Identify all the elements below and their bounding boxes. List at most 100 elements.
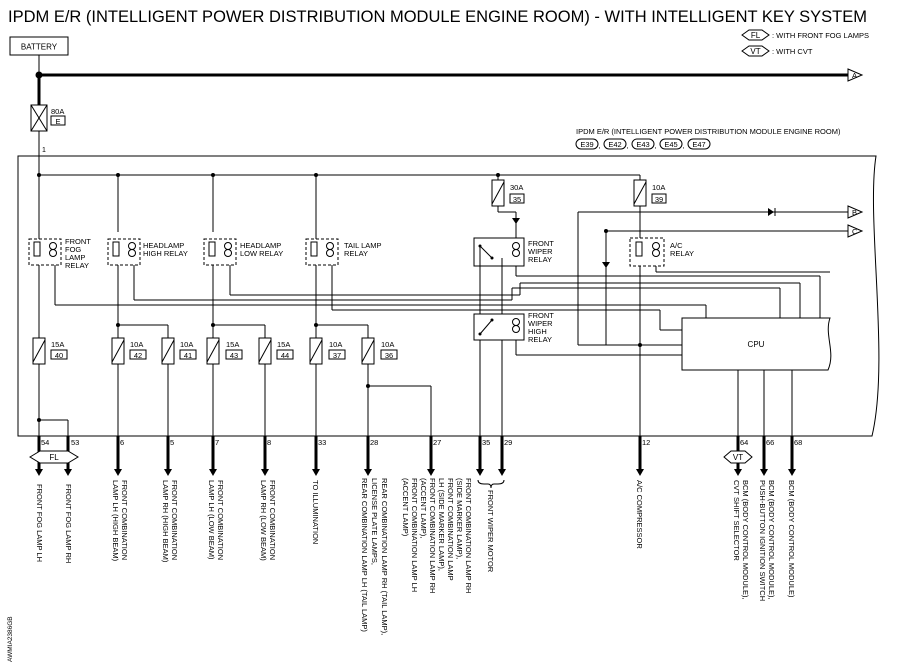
output-tail-1: REAR COMBINATION LAMP RH (TAIL LAMP), xyxy=(380,478,389,635)
fog-relay-label-1: FRONT xyxy=(65,237,91,246)
svg-text:15A: 15A xyxy=(277,340,290,349)
svg-text:43: 43 xyxy=(230,351,238,360)
svg-text:8: 8 xyxy=(267,438,271,447)
headlamp-high-relay: HEADLAMP HIGH RELAY xyxy=(107,238,188,266)
svg-text:53: 53 xyxy=(71,438,79,447)
svg-text:15A: 15A xyxy=(51,340,64,349)
svg-text:HIGH: HIGH xyxy=(528,327,547,336)
svg-text:66: 66 xyxy=(766,438,774,447)
legend-tag-vt: VT xyxy=(750,47,760,56)
fuse-39: 10A 39 xyxy=(633,179,667,207)
legend-text-fl: : WITH FRONT FOG LAMPS xyxy=(772,31,869,40)
off-page-b-label: B xyxy=(852,208,857,217)
output-lo-rh-2: LAMP RH (LOW BEAM) xyxy=(259,480,268,561)
fog-relay-label-3: LAMP xyxy=(65,253,85,262)
output-marker-3: FRONT COMBINATION LAMP xyxy=(446,478,455,581)
fuse-36: 10A 36 xyxy=(361,337,398,365)
output-marker-2: (SIDE MARKER LAMP), xyxy=(455,478,464,559)
output-hi-rh-2: LAMP RH (HIGH BEAM) xyxy=(161,480,170,563)
svg-text:29: 29 xyxy=(504,438,512,447)
svg-text:FRONT: FRONT xyxy=(528,239,554,248)
fuse-35: 30A 35 xyxy=(491,179,525,207)
vt-badge xyxy=(723,450,753,464)
svg-text:E42: E42 xyxy=(608,140,621,149)
lo-relay-label-2: LOW RELAY xyxy=(240,249,283,258)
svg-text:,: , xyxy=(682,141,684,150)
svg-text:RELAY: RELAY xyxy=(528,255,552,264)
svg-text:40: 40 xyxy=(55,351,63,360)
headlamp-low-relay: HEADLAMP LOW RELAY xyxy=(203,238,283,266)
svg-text:10A: 10A xyxy=(381,340,394,349)
svg-text:68: 68 xyxy=(794,438,802,447)
svg-text:10A: 10A xyxy=(329,340,342,349)
svg-text:5: 5 xyxy=(170,438,174,447)
output-tail-3: REAR COMBINATION LAMP LH (TAIL LAMP) xyxy=(360,478,369,632)
svg-text:E45: E45 xyxy=(664,140,677,149)
cpu-label: CPU xyxy=(748,340,765,349)
svg-text:RELAY: RELAY xyxy=(670,249,694,258)
harness-out xyxy=(35,436,796,476)
svg-text:10A: 10A xyxy=(130,340,143,349)
output-marker-8: (ACCENT LAMP) xyxy=(401,478,410,537)
main-fuse-rating: 80A xyxy=(51,107,64,116)
svg-text:,: , xyxy=(626,141,628,150)
legend-tag-fl: FL xyxy=(751,31,761,40)
tail-relay-label-2: RELAY xyxy=(344,249,368,258)
output-fog-lh: FRONT FOG LAMP LH xyxy=(35,484,44,562)
svg-text:27: 27 xyxy=(433,438,441,447)
output-bcm-cvt-1: BCM (BODY CONTROL MODULE), xyxy=(741,480,750,600)
svg-text:10A: 10A xyxy=(652,183,665,192)
output-marker-1: FRONT COMBINATION LAMP RH xyxy=(464,478,473,593)
legend: FL : WITH FRONT FOG LAMPS VT : WITH CVT xyxy=(741,29,869,57)
fuse-42: 10A 42 xyxy=(111,337,147,365)
svg-text:10A: 10A xyxy=(180,340,193,349)
fuse-44: 15A 44 xyxy=(258,337,294,365)
output-tail-2: LICENSE PLATE LAMPS, xyxy=(370,478,379,565)
off-page-c xyxy=(847,224,864,238)
tail-relay-label-1: TAIL LAMP xyxy=(344,241,382,250)
svg-text:54: 54 xyxy=(41,438,49,447)
svg-text:41: 41 xyxy=(184,351,192,360)
fl-badge-label: FL xyxy=(49,453,59,462)
output-ac-compressor: A/C COMPRESSOR xyxy=(635,480,644,549)
svg-text:12: 12 xyxy=(642,438,650,447)
fuse-43: 15A 43 xyxy=(206,337,243,365)
output-marker-4: LH (SIDE MARKER LAMP), xyxy=(437,478,446,571)
fog-relay-label-4: RELAY xyxy=(65,261,89,270)
fl-badge xyxy=(29,450,79,464)
output-bcm: BCM (BODY CONTROL MODULE) xyxy=(787,480,796,598)
connector-list: E39 , E42 , E43 , E45 , E47 xyxy=(575,138,711,150)
off-page-c-label: C xyxy=(852,227,858,236)
output-bcm-cvt-2: CVT SHIFT SELECTOR xyxy=(732,480,741,561)
output-lo-rh-1: FRONT COMBINATION xyxy=(268,480,277,560)
output-illumination: TO ILLUMINATION xyxy=(311,480,320,544)
main-fuse-id: E xyxy=(55,117,60,126)
svg-text:30A: 30A xyxy=(510,183,523,192)
off-page-a xyxy=(847,68,864,82)
fuse-40: 15A 40 xyxy=(32,337,68,365)
front-wiper-relay: FRONT WIPER RELAY xyxy=(473,237,554,267)
diagram-code: AWMIA2386GB xyxy=(7,616,14,662)
ipdm-outline xyxy=(17,155,880,437)
svg-text:64: 64 xyxy=(740,438,748,447)
output-lo-lh-1: FRONT COMBINATION xyxy=(216,480,225,560)
svg-text:RELAY: RELAY xyxy=(528,335,552,344)
diagram-title: IPDM E/R (INTELLIGENT POWER DISTRIBUTION… xyxy=(8,8,867,26)
output-wiper-motor: FRONT WIPER MOTOR xyxy=(486,490,495,573)
svg-text:35: 35 xyxy=(513,195,521,204)
svg-text:E43: E43 xyxy=(636,140,649,149)
vt-badge-label: VT xyxy=(733,453,743,462)
output-labels: FRONT FOG LAMP LH FRONT FOG LAMP RH FRON… xyxy=(35,478,796,635)
output-hi-rh-1: FRONT COMBINATION xyxy=(170,480,179,560)
svg-text:FRONT: FRONT xyxy=(528,311,554,320)
module-title: IPDM E/R (INTELLIGENT POWER DISTRIBUTION… xyxy=(576,127,841,136)
tail-lamp-relay: TAIL LAMP RELAY xyxy=(305,238,382,266)
svg-text:6: 6 xyxy=(120,438,124,447)
main-fuse-pin: 1 xyxy=(42,147,46,154)
terminal-numbers: 54 53 6 5 7 8 33 28 27 35 29 12 64 66 68 xyxy=(41,438,802,447)
output-hi-lh-2: LAMP LH (HIGH BEAM) xyxy=(111,480,120,562)
fog-lamp-relay: FRONT FOG LAMP RELAY xyxy=(28,237,91,270)
svg-text:42: 42 xyxy=(134,351,142,360)
svg-text:WIPER: WIPER xyxy=(528,319,553,328)
